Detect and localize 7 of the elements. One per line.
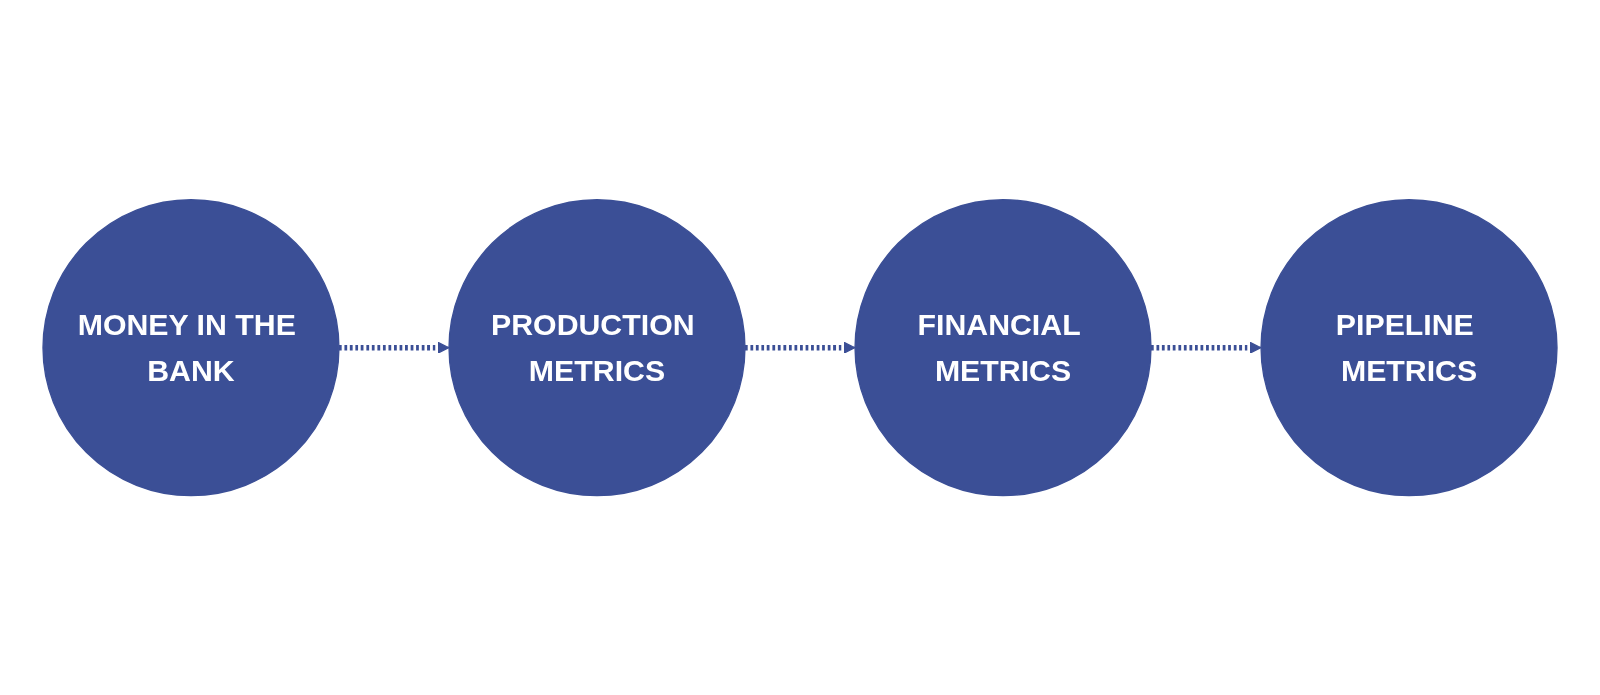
node-circle: FINANCIAL METRICS xyxy=(854,198,1152,497)
node-circle: MONEY IN THE BANK xyxy=(42,198,340,497)
arrow xyxy=(744,341,856,354)
node-circle: PIPELINE METRICS xyxy=(1260,198,1558,497)
arrow xyxy=(338,341,450,354)
arrow xyxy=(1150,341,1262,354)
node-circle: PRODUCTION METRICS xyxy=(448,198,746,497)
